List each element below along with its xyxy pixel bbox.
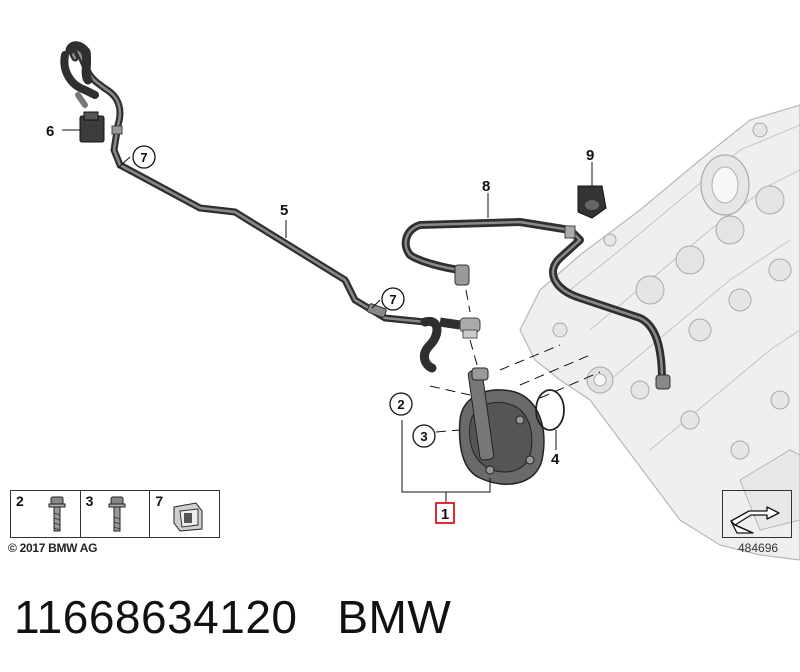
legend-cell-bolt-2[interactable]: 2 <box>11 491 81 537</box>
parts-legend: 2 3 7 <box>10 490 220 538</box>
callout-8: 8 <box>482 178 490 195</box>
bolt-icon <box>108 496 126 532</box>
callout-7-upper: 7 <box>132 145 156 169</box>
callout-9: 9 <box>586 147 594 164</box>
copyright-text: © 2017 BMW AG <box>8 541 98 555</box>
callout-5: 5 <box>280 202 288 219</box>
svg-text:3: 3 <box>420 429 427 444</box>
navigation-box[interactable] <box>722 490 792 538</box>
leader-lines <box>62 129 593 502</box>
callout-7-lower: 7 <box>381 287 405 311</box>
legend-num: 2 <box>16 493 24 509</box>
part-number: 11668634120 <box>14 591 298 643</box>
svg-text:7: 7 <box>140 150 147 165</box>
legend-num: 7 <box>155 493 164 509</box>
legend-num: 3 <box>85 493 94 509</box>
callout-4: 4 <box>551 451 560 468</box>
bolt-icon <box>48 496 66 532</box>
o-ring-part-4 <box>535 389 565 431</box>
svg-text:2: 2 <box>397 397 404 412</box>
clip-part-9 <box>577 185 607 219</box>
clip-icon <box>173 502 203 532</box>
callout-6: 6 <box>46 123 54 140</box>
svg-text:7: 7 <box>389 292 396 307</box>
part-caption: 11668634120 BMW <box>14 590 451 644</box>
assembly-lines <box>429 289 601 433</box>
vacuum-pump-part-1 <box>458 367 545 485</box>
document-number: 484696 <box>738 541 779 555</box>
hose-line-8 <box>401 218 671 390</box>
svg-text:1: 1 <box>441 506 449 523</box>
callout-1-highlighted[interactable]: 1 <box>435 502 455 524</box>
hose-line-5 <box>60 41 481 373</box>
brand-name: BMW <box>337 591 452 643</box>
mount-part-6 <box>79 111 105 143</box>
callout-3: 3 <box>412 424 436 448</box>
callout-2: 2 <box>389 392 413 416</box>
arrow-icon <box>730 506 780 534</box>
legend-cell-clip-7[interactable]: 7 <box>150 491 219 537</box>
legend-cell-bolt-3[interactable]: 3 <box>81 491 151 537</box>
